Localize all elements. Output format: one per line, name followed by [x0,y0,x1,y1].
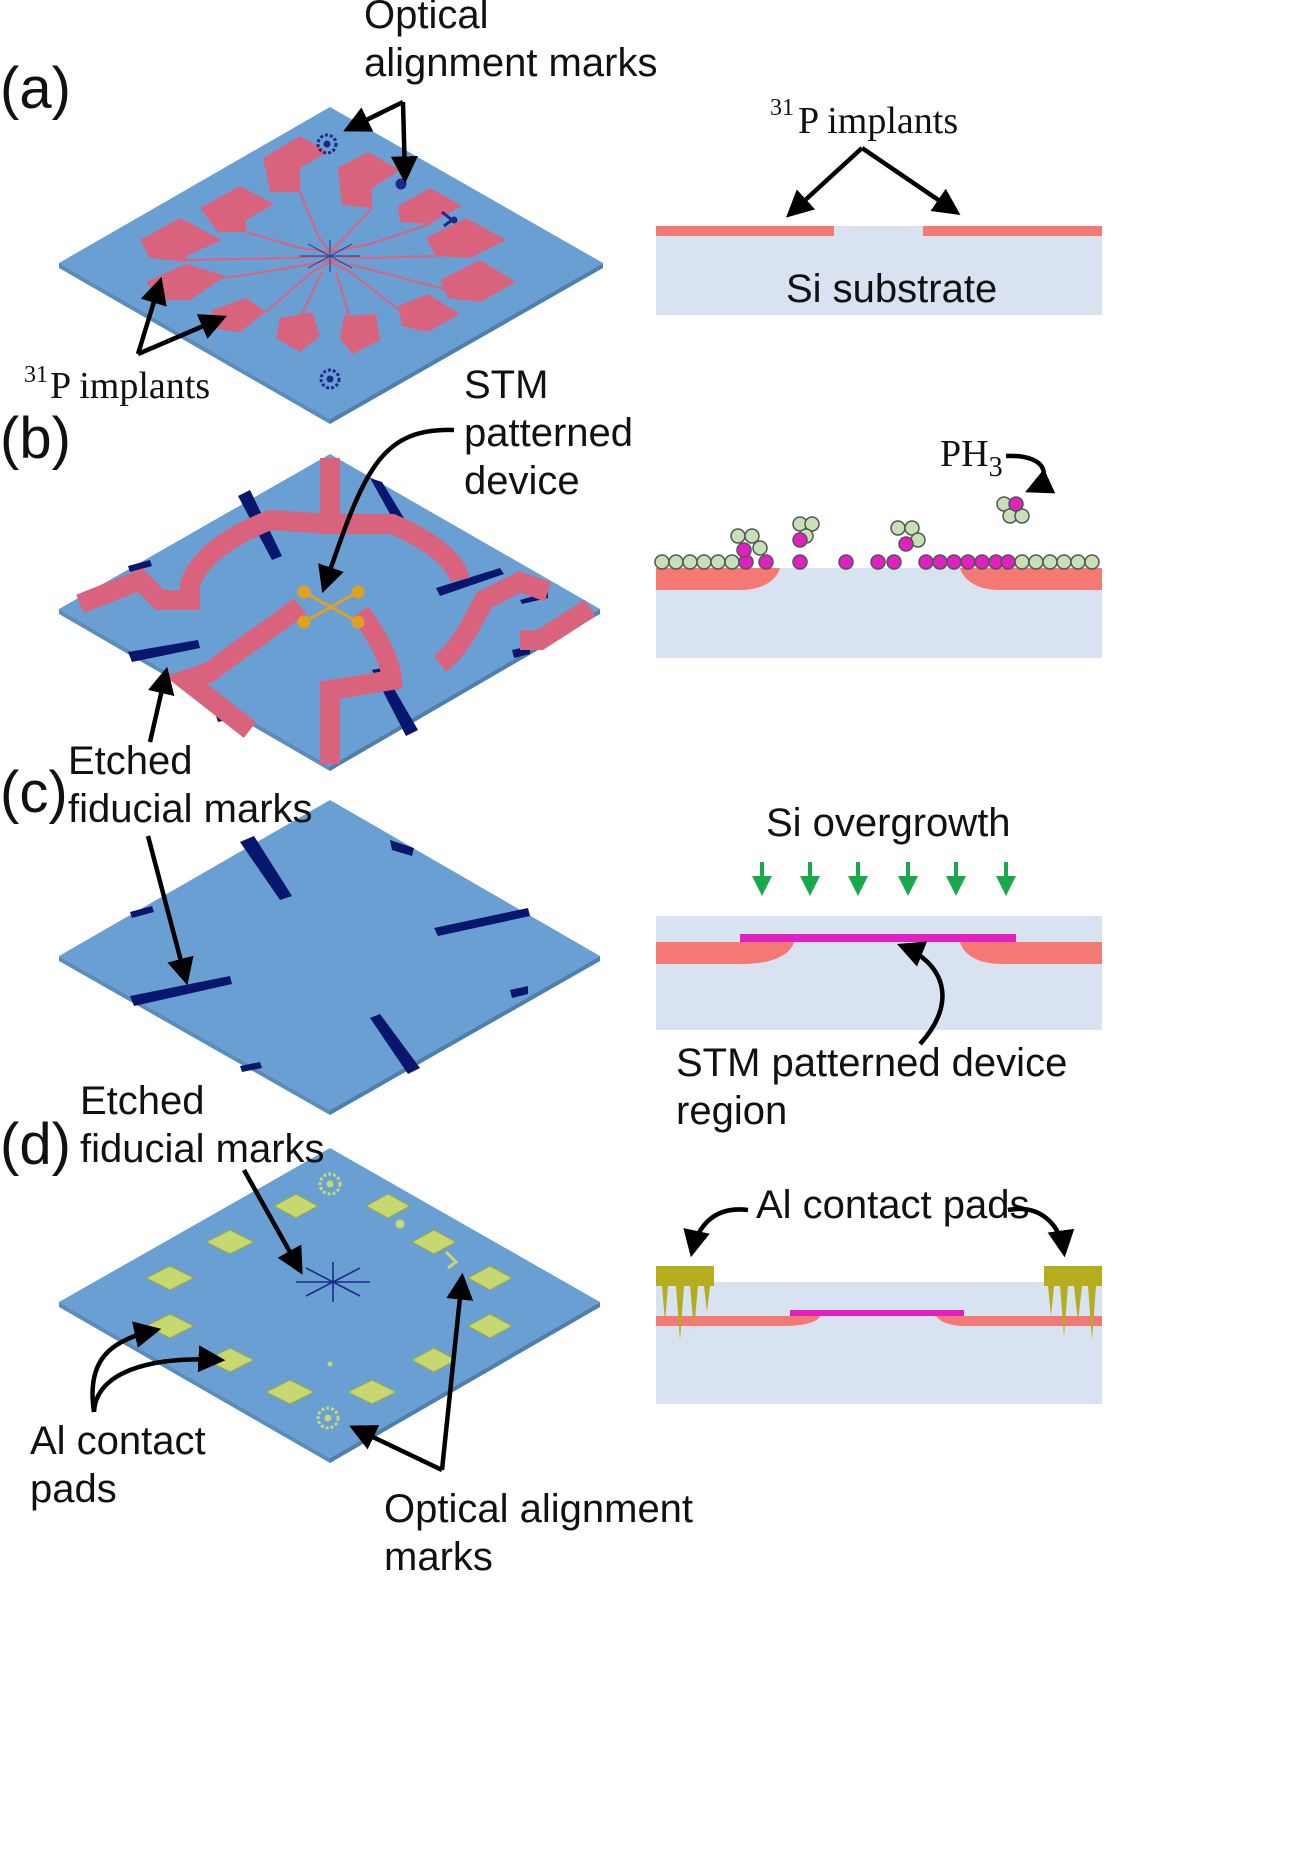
cross-section-d-implant-right [936,1316,1102,1326]
center-star-d [296,1262,370,1302]
overgrowth-arrows [752,862,1016,896]
label-etched-2: fiducial marks [68,787,313,831]
arrow-ph3 [1005,453,1056,494]
arrow-etched-b [147,666,175,743]
substrate-d [59,1148,600,1458]
label-si-overgrowth: Si overgrowth [766,801,1011,845]
cross-section-b-implant-left [656,568,780,590]
label-stm-2: patterned [464,411,633,455]
label-al-pads-right: Al contact pads [756,1183,1030,1227]
label-al-pads-left-1: Al contact [30,1419,206,1463]
alignment-marks-a [316,133,458,390]
cross-section-d-implant-left [656,1316,820,1326]
arrow-etched-c [145,835,194,986]
cross-section-a-implant-right [923,226,1102,236]
label-optical-d-2: marks [384,1535,493,1579]
label-p-implants-left-sup: 31 [24,362,48,388]
arrow-optical-d-1 [349,1425,443,1473]
panel-label-c: (c) [0,760,68,825]
label-optical-a-2: alignment marks [364,41,657,85]
arrow-optical-a-2 [390,101,418,184]
label-si-substrate: Si substrate [786,267,997,311]
label-p-implants-right-sup: 31 [770,95,794,121]
label-optical-d-1: Optical alignment [384,1487,693,1531]
arrow-implant-right-2 [860,146,961,216]
label-etched-d-1: Etched [80,1079,205,1123]
al-pad-right-cross [1044,1266,1102,1340]
cross-section-b-implant-right [960,568,1102,590]
arrow-implant-right-1 [786,146,864,218]
arrow-al-right-2 [1007,1206,1075,1258]
arrow-al-left-1 [90,1321,162,1413]
panel-b: (b) [0,363,1102,771]
cross-section-d-device [790,1310,964,1316]
cross-section-c-implant-right [960,942,1102,964]
fiducial-marks-c [130,836,530,1074]
arrow-al-left-2 [91,1345,226,1413]
arrow-implant-a-2 [137,314,227,357]
label-etched-d-2: fiducial marks [80,1127,325,1171]
center-star-a [300,240,360,272]
arrow-stm-region [896,941,945,1046]
implant-pattern-b [76,458,596,764]
cross-section-c-si [656,916,1102,1030]
arrow-etched-d [242,1168,303,1275]
label-p-implants-left: P implants [50,365,210,407]
implant-pads-a [140,136,516,354]
al-pad-left-cross [656,1266,714,1340]
al-pads-d [144,1193,514,1405]
label-etched-1: Etched [68,739,193,783]
cross-section-d-si [656,1282,1102,1404]
panel-d: (d) [0,1079,1102,1579]
cross-section-a-implant-left [656,226,834,236]
label-optical-a-1: Optical [364,0,489,37]
panel-a: (a) [0,0,1102,424]
arrow-al-right-1 [683,1207,749,1258]
label-stm-region-2: region [676,1089,787,1133]
cross-section-c-device [740,934,1016,942]
substrate-c [59,800,600,1110]
label-stm-3: device [464,459,580,503]
surface-atoms-b [654,496,1100,570]
panel-label-b: (b) [0,406,71,471]
label-ph3: PH3 [940,433,1003,483]
cross-section-a-si [656,226,1102,315]
panel-label-a: (a) [0,56,71,121]
arrow-optical-d-2 [439,1272,474,1471]
traces-a [185,191,449,319]
arrow-stm-b [318,427,455,594]
panel-c: (c) Etched fiducial marks Si overgrowth [0,666,1102,1133]
label-al-pads-left-2: pads [30,1467,117,1511]
label-p-implants-right: P implants [798,100,958,142]
label-stm-region-1: STM patterned device [676,1041,1067,1085]
cross-section-c-implant-left [656,942,794,964]
arrow-implant-a-1 [135,276,167,355]
stm-device-b [297,585,365,629]
arrow-optical-a-1 [343,99,404,132]
alignment-marks-d [316,1172,459,1430]
substrate-b [59,454,600,766]
panel-label-d: (d) [0,1112,71,1177]
label-stm-1: STM [464,363,548,407]
